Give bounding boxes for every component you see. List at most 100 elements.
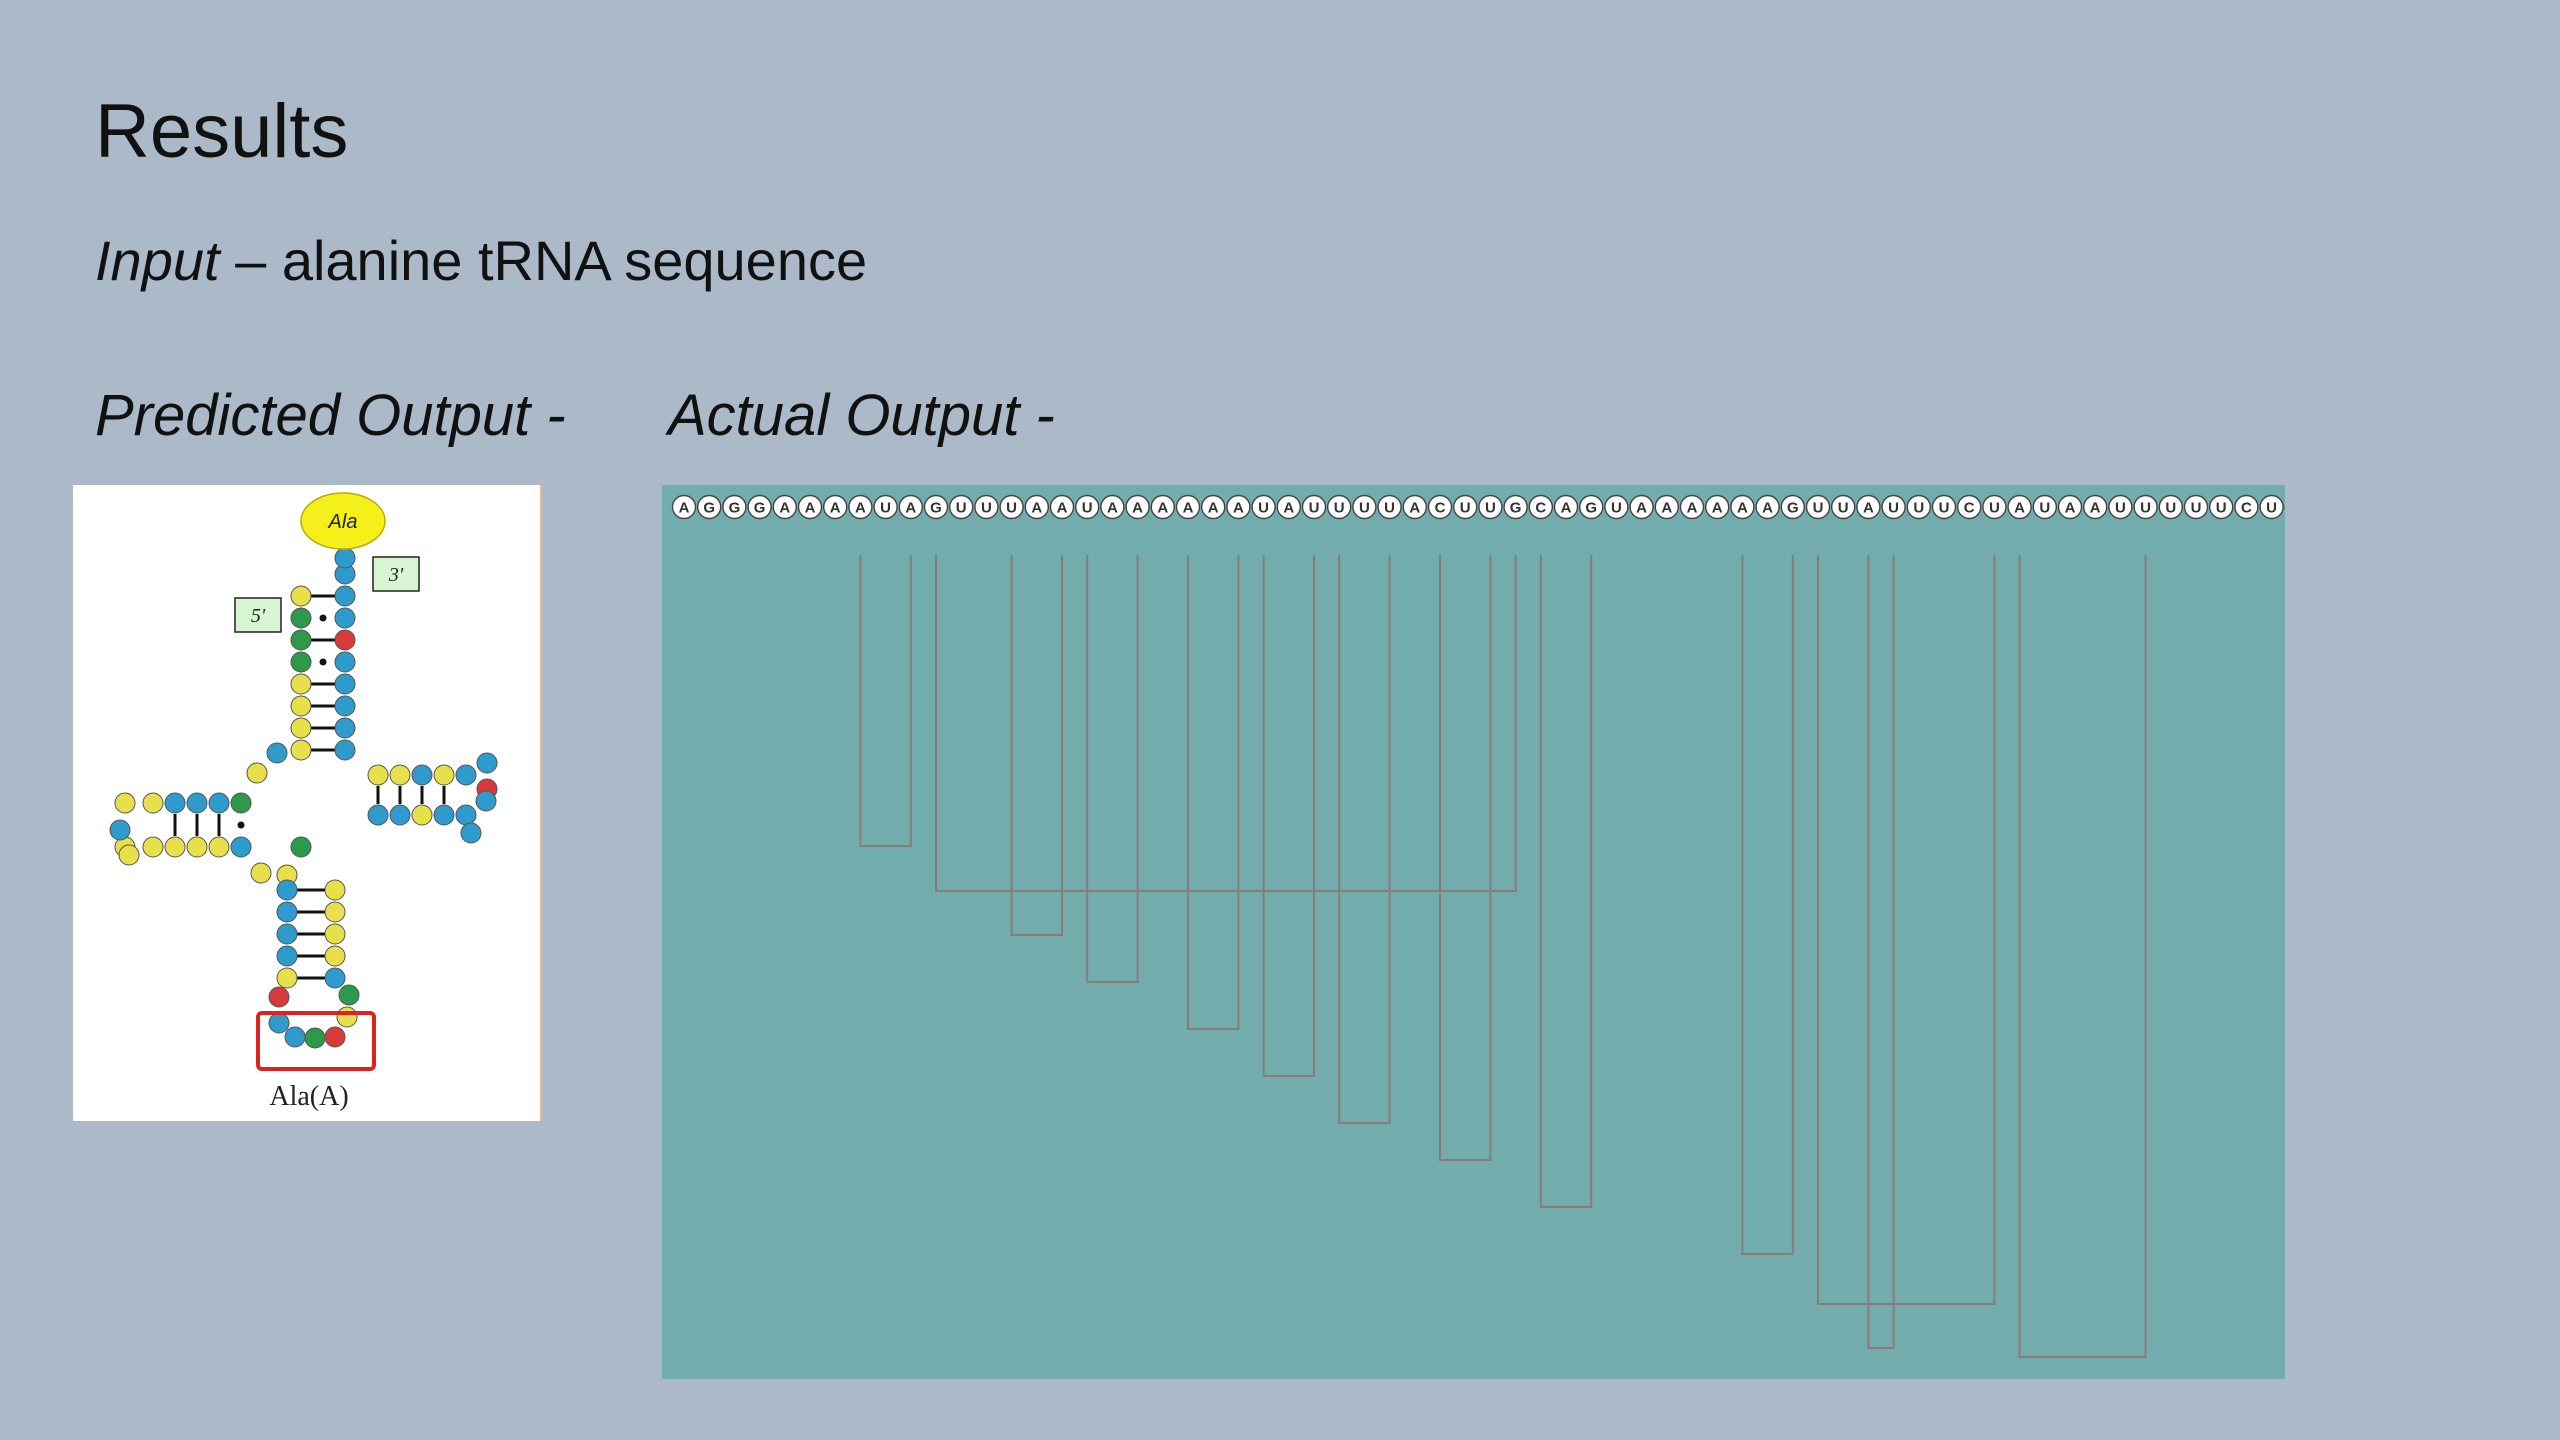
sequence-nucleotide-letter: U xyxy=(2115,500,2126,517)
sequence-nucleotide-letter: A xyxy=(2065,500,2076,517)
sequence-nucleotide xyxy=(697,494,722,520)
sequence-nucleotide xyxy=(1654,494,1679,520)
sequence-nucleotide-letter: G xyxy=(754,500,766,517)
sequence-nucleotide xyxy=(1427,494,1453,520)
cloverleaf-nucleotide xyxy=(109,819,131,841)
sequence-nucleotide xyxy=(1150,494,1175,520)
cloverleaf-nucleotide xyxy=(334,547,356,569)
cloverleaf-nucleotide xyxy=(164,836,186,858)
sequence-nucleotide-letter: U xyxy=(2266,500,2277,517)
cloverleaf-nucleotide xyxy=(186,792,208,814)
sequence-nucleotide-letter: U xyxy=(1258,500,1269,517)
cloverleaf-nucleotide xyxy=(389,764,411,786)
sequence-nucleotide-letter: G xyxy=(1787,500,1799,517)
cloverleaf-nucleotide xyxy=(290,836,312,858)
cloverleaf-nucleotide xyxy=(334,585,356,607)
sequence-nucleotide xyxy=(2007,494,2032,520)
sequence-nucleotide-letter: G xyxy=(930,500,942,517)
sequence-nucleotide-letter: U xyxy=(2191,500,2202,517)
sequence-nucleotide xyxy=(2208,494,2234,520)
sequence-nucleotide-letter: A xyxy=(1157,500,1168,517)
base-pair-connector xyxy=(1439,555,1492,1161)
base-pair-connector xyxy=(1741,555,1794,1255)
sequence-nucleotide-letter: A xyxy=(1233,500,1244,517)
cloverleaf-nucleotide xyxy=(290,585,312,607)
sequence-nucleotide xyxy=(1327,494,1352,520)
cloverleaf-nucleotide xyxy=(290,629,312,651)
sequence-nucleotide-letter: A xyxy=(830,500,841,517)
sequence-nucleotide xyxy=(2133,494,2158,520)
sequence-nucleotide-letter: U xyxy=(1611,500,1622,517)
sequence-nucleotide-letter: A xyxy=(855,500,866,517)
wobble-pair-dot xyxy=(319,614,327,622)
sequence-nucleotide xyxy=(923,494,949,520)
sequence-nucleotide-letter: U xyxy=(1309,500,1320,517)
sequence-nucleotide-letter: A xyxy=(1712,500,1723,517)
base-pair-connector xyxy=(1338,555,1391,1124)
base-pair-connector xyxy=(1086,555,1139,983)
cloverleaf-nucleotide xyxy=(334,629,356,651)
sequence-nucleotide xyxy=(1377,494,1402,520)
sequence-nucleotide xyxy=(873,494,898,520)
sequence-nucleotide xyxy=(1679,494,1705,520)
sequence-nucleotide xyxy=(1931,494,1957,520)
sequence-nucleotide-letter: G xyxy=(729,500,741,517)
base-pair-connector xyxy=(1010,555,1063,936)
amino-acid-badge xyxy=(300,492,386,550)
base-pair-connector xyxy=(859,555,912,847)
sequence-nucleotide-letter: U xyxy=(1913,500,1924,517)
amino-acid-badge-label: Ala xyxy=(328,511,358,533)
cloverleaf-nucleotide xyxy=(455,804,477,826)
base-pair-connector xyxy=(1187,555,1240,1030)
sequence-nucleotide-letter: U xyxy=(1813,500,1824,517)
base-pair-connector xyxy=(1867,555,1895,1349)
cloverleaf-nucleotide xyxy=(324,967,346,989)
sequence-nucleotide xyxy=(1755,494,1780,520)
sequence-nucleotide-letter: A xyxy=(1208,500,1219,517)
cloverleaf-nucleotide xyxy=(411,804,433,826)
cloverleaf-nucleotide xyxy=(142,836,164,858)
sequence-nucleotide xyxy=(1956,494,1982,520)
five-prime-label: 5' xyxy=(251,605,266,627)
cloverleaf-nucleotide xyxy=(208,792,230,814)
sequence-nucleotide-letter: A xyxy=(2090,500,2101,517)
cloverleaf-nucleotides xyxy=(109,547,498,1049)
sequence-nucleotide-letter: U xyxy=(1460,500,1471,517)
sequence-nucleotide xyxy=(1704,494,1730,520)
anticodon-highlight-box xyxy=(256,1011,376,1071)
sequence-nucleotide-letter: U xyxy=(1485,500,1496,517)
sequence-nucleotide xyxy=(722,494,747,520)
sequence-nucleotide xyxy=(1075,494,1100,520)
sequence-nucleotide xyxy=(797,494,823,520)
sequence-nucleotide xyxy=(974,494,999,520)
sequence-nucleotide-letter: A xyxy=(1863,500,1874,517)
sequence-nucleotide xyxy=(2158,494,2184,520)
trna-caption: Ala(A) xyxy=(269,1081,348,1112)
cloverleaf-nucleotide xyxy=(336,1006,358,1028)
sequence-nucleotide-letter: A xyxy=(1687,500,1698,517)
cloverleaf-nucleotide xyxy=(250,862,272,884)
three-prime-label: 3' xyxy=(388,564,404,586)
cloverleaf-nucleotide xyxy=(246,762,268,784)
sequence-nucleotide-letter: G xyxy=(703,500,715,517)
cloverleaf-nucleotide xyxy=(334,739,356,761)
sequence-nucleotide xyxy=(1024,494,1049,520)
three-prime-box xyxy=(372,556,420,592)
sequence-nucleotide xyxy=(1881,494,1906,520)
cloverleaf-nucleotide xyxy=(118,844,140,866)
cloverleaf-nucleotide xyxy=(460,822,482,844)
cloverleaf-nucleotide xyxy=(304,1027,326,1049)
cloverleaf-nucleotide xyxy=(290,651,312,673)
sequence-nucleotide-letter: A xyxy=(1561,500,1572,517)
cloverleaf-nucleotide xyxy=(290,717,312,739)
cloverleaf-nucleotide xyxy=(266,742,288,764)
sequence-nucleotide xyxy=(1226,494,1251,520)
sequence-nucleotide-letter: G xyxy=(1510,500,1522,517)
cloverleaf-nucleotide xyxy=(367,804,389,826)
pair-connectors xyxy=(859,555,2147,1358)
sequence-nucleotide-letter: C xyxy=(1964,500,1975,517)
sequence-nucleotide-letter: U xyxy=(1384,500,1395,517)
sequence-nucleotide xyxy=(2108,494,2133,520)
